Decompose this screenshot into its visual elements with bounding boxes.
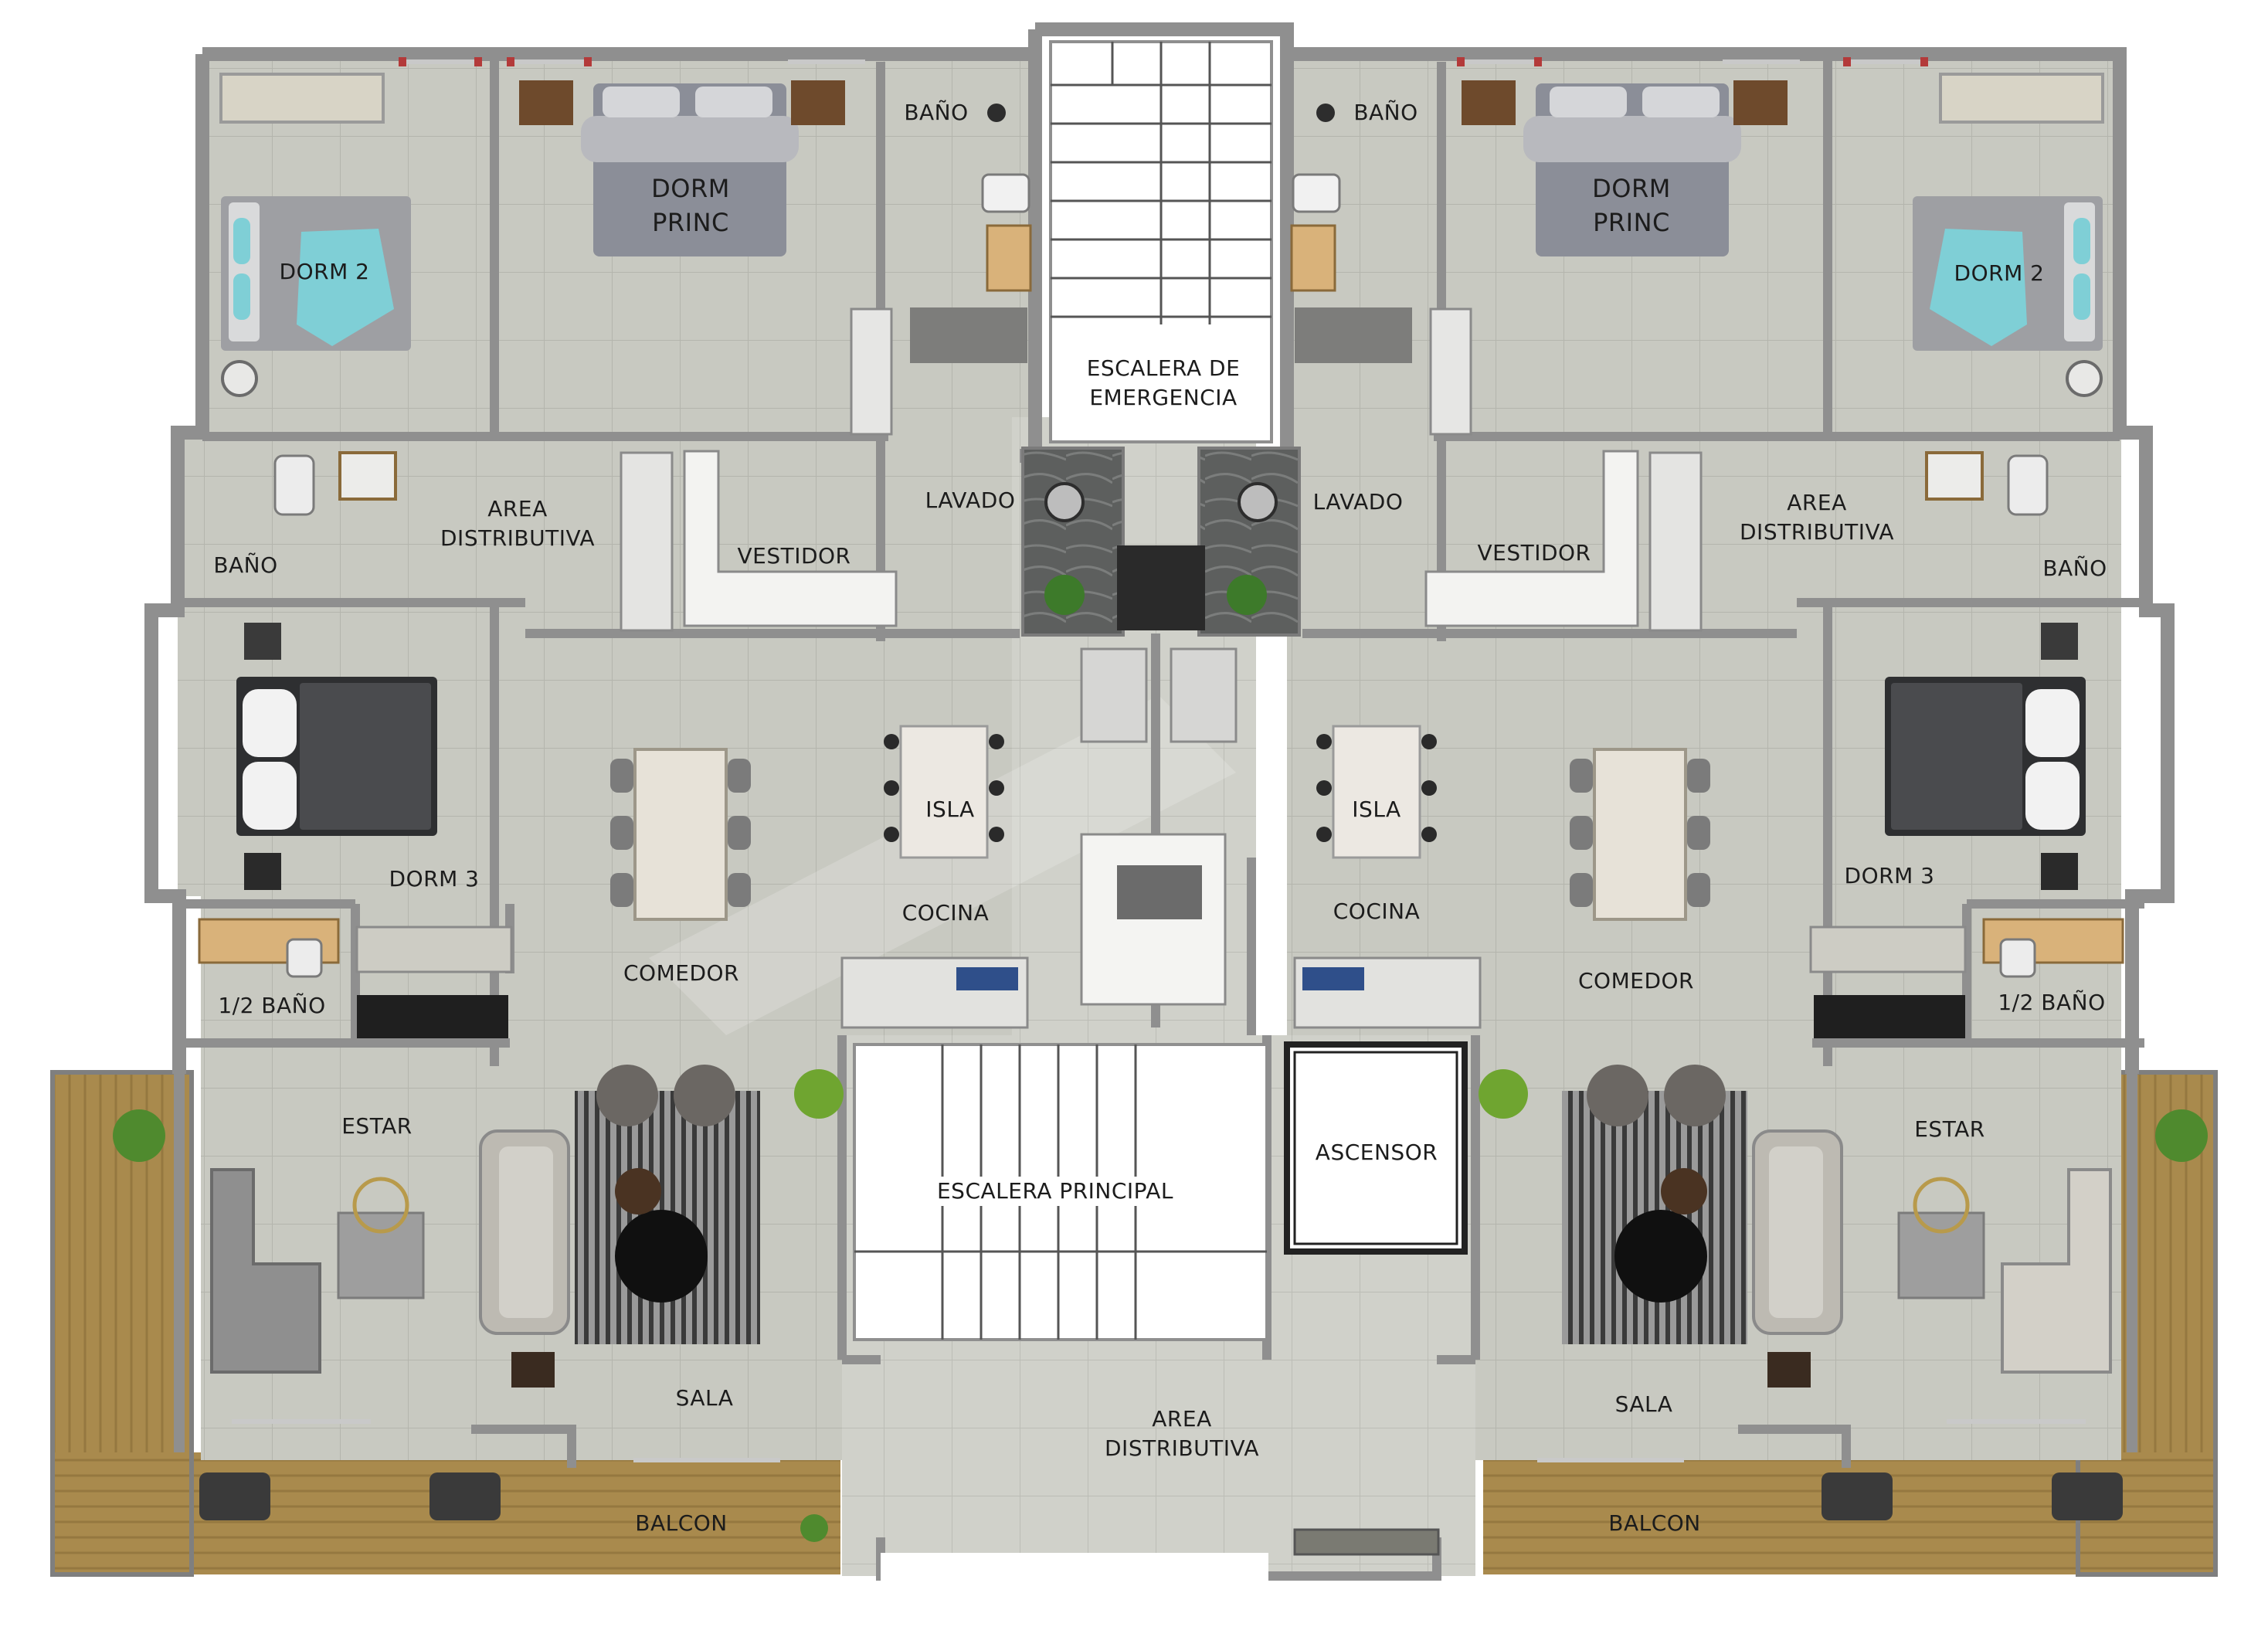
nightstand xyxy=(244,853,281,890)
nightstand xyxy=(2041,623,2078,660)
floor-drain xyxy=(1117,545,1205,630)
toilet-icon xyxy=(2007,454,2049,516)
plant-icon xyxy=(800,1514,828,1542)
desk xyxy=(219,73,385,124)
nightstand xyxy=(519,80,573,125)
side-table xyxy=(1767,1352,1811,1388)
sofa-icon xyxy=(2001,1168,2112,1374)
chair-icon xyxy=(199,1472,270,1520)
bed-icon xyxy=(581,83,799,256)
toilet-icon xyxy=(1999,938,2036,978)
entrance xyxy=(881,1553,1268,1584)
toilet-icon xyxy=(273,454,315,516)
island xyxy=(1316,725,1437,859)
bed-icon xyxy=(1523,83,1741,256)
sink-icon xyxy=(221,360,258,397)
sink-icon xyxy=(2066,360,2103,397)
side-table xyxy=(1661,1168,1707,1214)
closet xyxy=(620,307,1027,632)
bed-icon xyxy=(1885,677,2086,836)
side-table xyxy=(615,1168,661,1214)
dining-table-icon xyxy=(1570,748,1710,921)
tv-console xyxy=(357,995,508,1038)
tv-console xyxy=(1814,995,1965,1038)
island xyxy=(884,725,1004,859)
chair-icon xyxy=(1587,1065,1726,1126)
sofa-icon xyxy=(1752,1129,1843,1335)
nightstand xyxy=(1462,80,1516,125)
sofa-icon xyxy=(210,1168,321,1374)
closet xyxy=(1295,307,1703,632)
sink-icon xyxy=(338,451,397,501)
chair-icon xyxy=(596,1065,735,1126)
kitchen-counter xyxy=(1293,956,1482,1029)
bed-icon xyxy=(1913,196,2103,351)
plant-icon xyxy=(113,1109,165,1162)
sofa-icon xyxy=(479,1129,570,1335)
plant-icon xyxy=(1044,575,1085,615)
chair-icon xyxy=(1822,1472,1893,1520)
stairs-icon xyxy=(853,1043,1268,1341)
windows xyxy=(232,59,2086,1462)
dining-table-icon xyxy=(610,748,751,921)
toilet-icon xyxy=(286,938,323,978)
planter xyxy=(1293,1528,1440,1556)
bed-icon xyxy=(236,677,437,836)
stairs-icon xyxy=(1049,40,1273,443)
window-accents xyxy=(399,57,1928,66)
sink-icon xyxy=(1925,451,1984,501)
nightstand xyxy=(791,80,845,125)
nightstand xyxy=(244,623,281,660)
toilet-icon xyxy=(981,104,1030,213)
side-table xyxy=(511,1352,555,1388)
laundry xyxy=(1021,447,1125,637)
closet xyxy=(355,926,513,973)
closet xyxy=(1809,926,1967,973)
kitchen-counter xyxy=(840,647,1238,1029)
plant-icon xyxy=(2155,1109,2208,1162)
plant-icon xyxy=(1479,1069,1528,1119)
plant-icon xyxy=(1227,575,1267,615)
toilet-icon xyxy=(1292,104,1341,213)
chair-icon xyxy=(429,1472,501,1520)
plant-icon xyxy=(794,1069,844,1119)
light-beam xyxy=(649,695,1236,1035)
nightstand xyxy=(1733,80,1788,125)
laundry xyxy=(1197,447,1301,637)
coffee-table-icon xyxy=(615,1210,708,1303)
elevator-icon xyxy=(1284,1041,1468,1255)
sink-icon xyxy=(1290,224,1336,292)
nightstand xyxy=(2041,853,2078,890)
bed-icon xyxy=(221,196,411,351)
coffee-table-icon xyxy=(1614,1210,1707,1303)
coffee-table-icon xyxy=(1897,1177,1985,1299)
desk xyxy=(1939,73,2104,124)
coffee-table-icon xyxy=(337,1177,425,1299)
chair-icon xyxy=(2052,1472,2123,1520)
sink-icon xyxy=(986,224,1032,292)
